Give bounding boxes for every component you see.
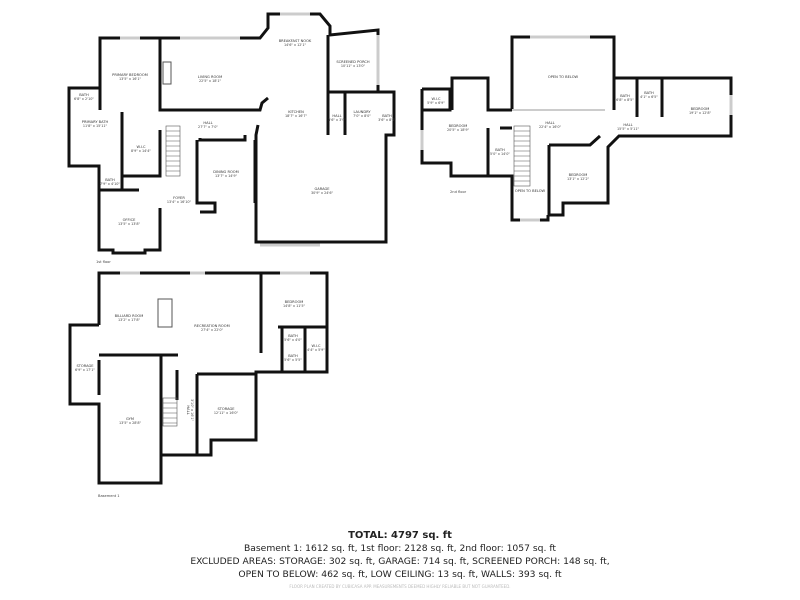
room-dimensions: 13'2" x 17'8" <box>118 318 141 322</box>
room-name: BATH <box>288 354 298 358</box>
room-name: STORAGE <box>76 364 94 368</box>
second-floor-stairs <box>513 125 531 187</box>
floor-areas: Basement 1: 1612 sq. ft, 1st floor: 2128… <box>243 543 557 554</box>
room-name: OFFICE <box>123 218 137 222</box>
room-dimensions: 27'4" x 22'0" <box>201 328 224 332</box>
room-dimensions: 5'6" x 4'0" <box>284 338 302 342</box>
room-dimensions: 3'6" x 3'9" <box>328 118 346 122</box>
room-dimensions: 13'5" x 16'1" <box>119 77 142 81</box>
room-dimensions: 5'9" x 6'9" <box>427 101 445 105</box>
room-dimensions: 20'5" x 18'9" <box>447 128 470 132</box>
room-name: FOYER <box>173 196 185 200</box>
room-name: BATH <box>620 94 630 98</box>
room-name: HALL <box>186 405 190 414</box>
room-dimensions: 12'11" x 16'0" <box>214 411 239 415</box>
room-name: BREAKFAST NOOK <box>279 39 312 43</box>
room-name: OPEN TO BELOW <box>515 189 546 193</box>
room-name: BEDROOM <box>449 124 468 128</box>
room-name: BATH <box>288 334 298 338</box>
first-floor-stairs <box>165 125 181 177</box>
room-name: BEDROOM <box>569 173 588 177</box>
room-name: HALL <box>623 123 632 127</box>
room-dimensions: 18'7" x 16'7" <box>285 114 308 118</box>
room-name: BATH <box>644 91 654 95</box>
room-name: HALL <box>332 114 341 118</box>
room-name: BATH <box>79 93 89 97</box>
total-area: TOTAL: 4797 sq. ft <box>348 530 452 541</box>
room-dimensions: 10'11" x 13'0" <box>341 64 366 68</box>
room-name: BATH <box>495 148 505 152</box>
room-dimensions: 4'1" x 6'5" <box>640 95 658 99</box>
room-dimensions: 6'8" x 2'10" <box>74 97 94 101</box>
room-name: HALL <box>545 121 554 125</box>
room-name: HALL <box>203 121 212 125</box>
room-dimensions: 13'7" x 14'9" <box>215 174 238 178</box>
room-dimensions: 8'9" x 14'4" <box>131 149 151 153</box>
room-dimensions: 11'8" x 15'11" <box>83 124 108 128</box>
fireplace <box>157 298 173 328</box>
room-name: KITCHEN <box>288 110 304 114</box>
credit-note: FLOOR PLAN CREATED BY CUBICASA APP. MEAS… <box>289 584 511 589</box>
room-dimensions: 3'6" x 8'0" <box>378 118 396 122</box>
second-floor-labels: OPEN TO BELOW W.I.C5'9" x 6'9" BEDROOM20… <box>427 75 711 194</box>
room-name: BEDROOM <box>691 107 710 111</box>
room-name: BATH <box>382 114 392 118</box>
floor-label: 2nd floor <box>450 190 467 194</box>
second-floor-walls <box>420 35 733 222</box>
room-dimensions: 22'4" x 16'0" <box>539 125 562 129</box>
room-name: W.I.C <box>137 145 146 149</box>
room-name: GARAGE <box>314 187 330 191</box>
room-name: SCREENED PORCH <box>336 60 370 64</box>
basement-walls <box>68 271 329 485</box>
room-name: DINING ROOM <box>213 170 238 174</box>
room-name: W.I.C <box>312 344 321 348</box>
room-dimensions: 13'4" x 16'10" <box>167 200 192 204</box>
excluded-areas: EXCLUDED AREAS: STORAGE: 302 sq. ft, GAR… <box>190 556 610 567</box>
second-floor-plan: OPEN TO BELOW W.I.C5'9" x 6'9" BEDROOM20… <box>420 35 733 222</box>
excluded-areas-continued: OPEN TO BELOW: 462 sq. ft, LOW CEILING: … <box>238 569 562 580</box>
room-dimensions: 13'1" x 12'2" <box>567 177 590 181</box>
room-name: LIVING ROOM <box>198 75 222 79</box>
room-dimensions: 15'5" x 5'11" <box>617 127 640 131</box>
room-name: OPEN TO BELOW <box>548 75 579 79</box>
room-name: RECREATION ROOM <box>194 324 229 328</box>
room-name: PRIMARY BEDROOM <box>112 73 148 77</box>
basement-stairs <box>162 397 178 427</box>
room-dimensions: 5'0" x 14'0" <box>490 152 510 156</box>
room-dimensions: 14'8" x 11'5" <box>283 304 306 308</box>
room-dimensions: 5'6" x 5'5" <box>284 358 302 362</box>
room-name: GYM <box>126 417 134 421</box>
room-name: BEDROOM <box>285 300 304 304</box>
room-dimensions: 6'9" x 17'1" <box>75 368 95 372</box>
room-name: STORAGE <box>217 407 235 411</box>
room-name: BILLIARD ROOM <box>115 314 144 318</box>
room-dimensions: 7'0" x 8'0" <box>353 114 371 118</box>
first-floor-walls <box>67 12 396 255</box>
room-dimensions: 6'8" x 8'5" <box>616 98 634 102</box>
room-dimensions: 7'9" x 4'10" <box>100 182 120 186</box>
room-dimensions: 4'4" x 5'9" <box>307 348 325 352</box>
room-dimensions: 13'5" x 13'8" <box>118 222 141 226</box>
fireplace <box>162 61 172 85</box>
floor-label: Basement 1 <box>98 494 120 498</box>
floor-label: 1st floor <box>96 260 111 264</box>
room-dimensions: 13'5" x 28'8" <box>119 421 142 425</box>
room-dimensions: 30'9" x 24'6" <box>311 191 334 195</box>
room-dimensions: 14'6" x 12'1" <box>284 43 307 47</box>
room-dimensions: 19'1" x 12'8" <box>689 111 712 115</box>
room-name: LAUNDRY <box>353 110 371 114</box>
room-dimensions: 22'5" x 18'1" <box>199 79 222 83</box>
room-dimensions: 27'7" x 7'0" <box>198 125 218 129</box>
room-dimensions: 3'10" x 16'1" <box>190 399 194 422</box>
room-name: PRIMARY BATH <box>82 120 109 124</box>
room-name: BATH <box>105 178 115 182</box>
room-name: W.I.C <box>432 97 441 101</box>
